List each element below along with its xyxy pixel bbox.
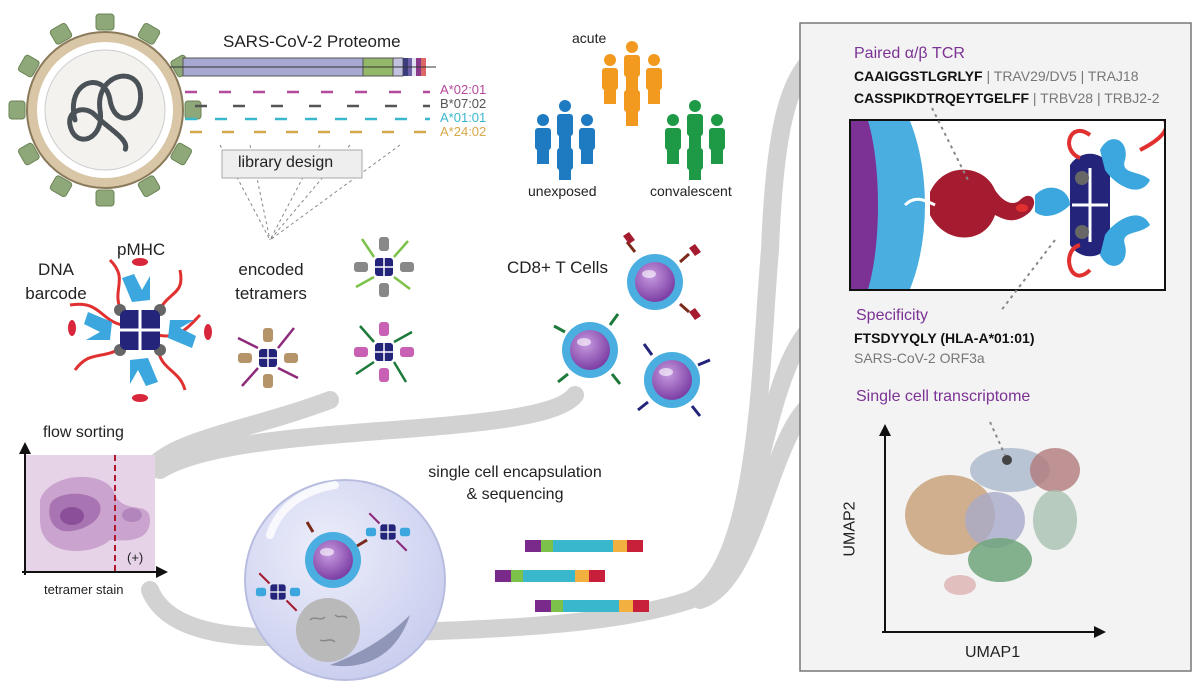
flow-arrow-tcells <box>151 386 584 479</box>
library-design-box <box>221 149 363 179</box>
alpha-chain-line: CAAIGGSTLGRLYF | TRAV29/DV5 | TRAJ18 <box>854 68 1139 84</box>
allele-a0101: A*01:01 <box>440 110 487 125</box>
cohort-people <box>535 41 725 180</box>
peptide-dashes <box>185 90 430 134</box>
umap-x-label: UMAP1 <box>965 644 1021 661</box>
dna-barcode-label: DNA barcode <box>25 260 87 303</box>
convalescent-cohort-icon <box>665 100 725 180</box>
specificity-title: Specificity <box>856 307 929 324</box>
flow-sorting-plot <box>19 442 168 578</box>
tcr-structure-box <box>849 119 1166 291</box>
pmhc-label: pMHC <box>117 240 166 259</box>
umap-plot <box>879 421 1106 638</box>
umap-y-label: UMAP2 <box>841 501 859 557</box>
acute-cohort-icon <box>602 41 662 126</box>
cd8-t-cells-label: CD8+ T Cells <box>507 258 608 277</box>
t-cell-1 <box>623 232 701 320</box>
convalescent-label: convalescent <box>650 183 732 199</box>
flow-x-axis-label: tetramer stain <box>44 582 124 597</box>
paired-tcr-title: Paired α/β TCR <box>854 45 965 62</box>
sequencing-reads <box>495 540 649 612</box>
pmhc-tetramer-large <box>68 258 212 402</box>
t-cell-3 <box>637 343 711 417</box>
encapsulation-droplet <box>244 479 446 681</box>
beta-chain-line: CASSPIKDTRQEYTGELFF | TRBV28 | TRBJ2-2 <box>854 90 1160 106</box>
t-cell-2 <box>553 313 622 385</box>
encoded-tetramer-tan-purple <box>237 327 299 388</box>
umap-clusters <box>905 448 1080 595</box>
allele-a0201: A*02:01 <box>440 82 487 97</box>
encoded-tetramers-label: encoded tetramers <box>235 260 307 303</box>
specificity-epitope: FTSDYYQLY (HLA-A*01:01) <box>854 330 1035 346</box>
encoded-tetramer-pink-green <box>354 322 414 383</box>
flow-gate-label: (+) <box>127 550 144 565</box>
alpha-genes: | TRAV29/DV5 | TRAJ18 <box>986 68 1139 84</box>
beta-genes: | TRBV28 | TRBJ2-2 <box>1032 90 1160 106</box>
proteome-bar <box>170 57 436 77</box>
proteome-title: SARS-CoV-2 Proteome <box>223 32 401 51</box>
transcriptome-title: Single cell transcriptome <box>856 388 1031 405</box>
specificity-source: SARS-CoV-2 ORF3a <box>854 350 985 366</box>
unexposed-label: unexposed <box>528 183 597 199</box>
acute-label: acute <box>572 30 607 46</box>
encoded-tetramer-grey-green <box>354 237 414 297</box>
unexposed-cohort-icon <box>535 100 595 180</box>
library-design-label: library design <box>238 154 334 171</box>
virus-illustration <box>8 13 202 207</box>
encapsulation-label: single cell encapsulation & sequencing <box>428 464 602 503</box>
alpha-cdr3: CAAIGGSTLGRLYF <box>854 68 983 84</box>
beta-cdr3: CASSPIKDTRQEYTGELFF <box>854 90 1030 106</box>
highlighted-cell <box>1002 455 1012 465</box>
specificity-pointer-line <box>999 239 1056 313</box>
flow-sorting-title: flow sorting <box>43 424 124 441</box>
allele-a2402: A*24:02 <box>440 124 487 139</box>
allele-b0702: B*07:02 <box>440 96 487 111</box>
